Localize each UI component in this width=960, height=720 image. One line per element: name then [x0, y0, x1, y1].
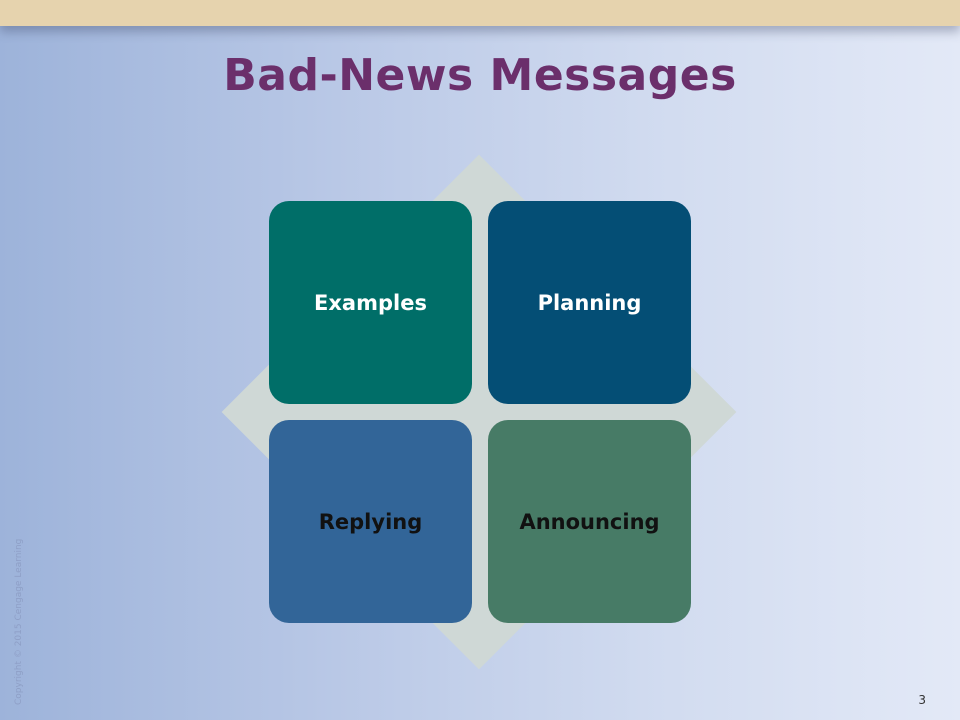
tile-examples-label: Examples — [314, 290, 427, 315]
tile-replying[interactable]: Replying — [269, 420, 472, 623]
tile-replying-label: Replying — [318, 509, 423, 534]
tile-planning-label: Planning — [537, 290, 642, 315]
page-number: 3 — [918, 693, 926, 707]
top-banner — [0, 0, 960, 26]
copyright-notice: Copyright © 2015 Cengage Learning — [14, 538, 24, 705]
slide-title: Bad-News Messages — [223, 50, 737, 101]
tile-planning[interactable]: Planning — [488, 201, 691, 404]
tile-examples[interactable]: Examples — [269, 201, 472, 404]
tile-announcing-label: Announcing — [519, 509, 660, 534]
tile-announcing[interactable]: Announcing — [488, 420, 691, 623]
